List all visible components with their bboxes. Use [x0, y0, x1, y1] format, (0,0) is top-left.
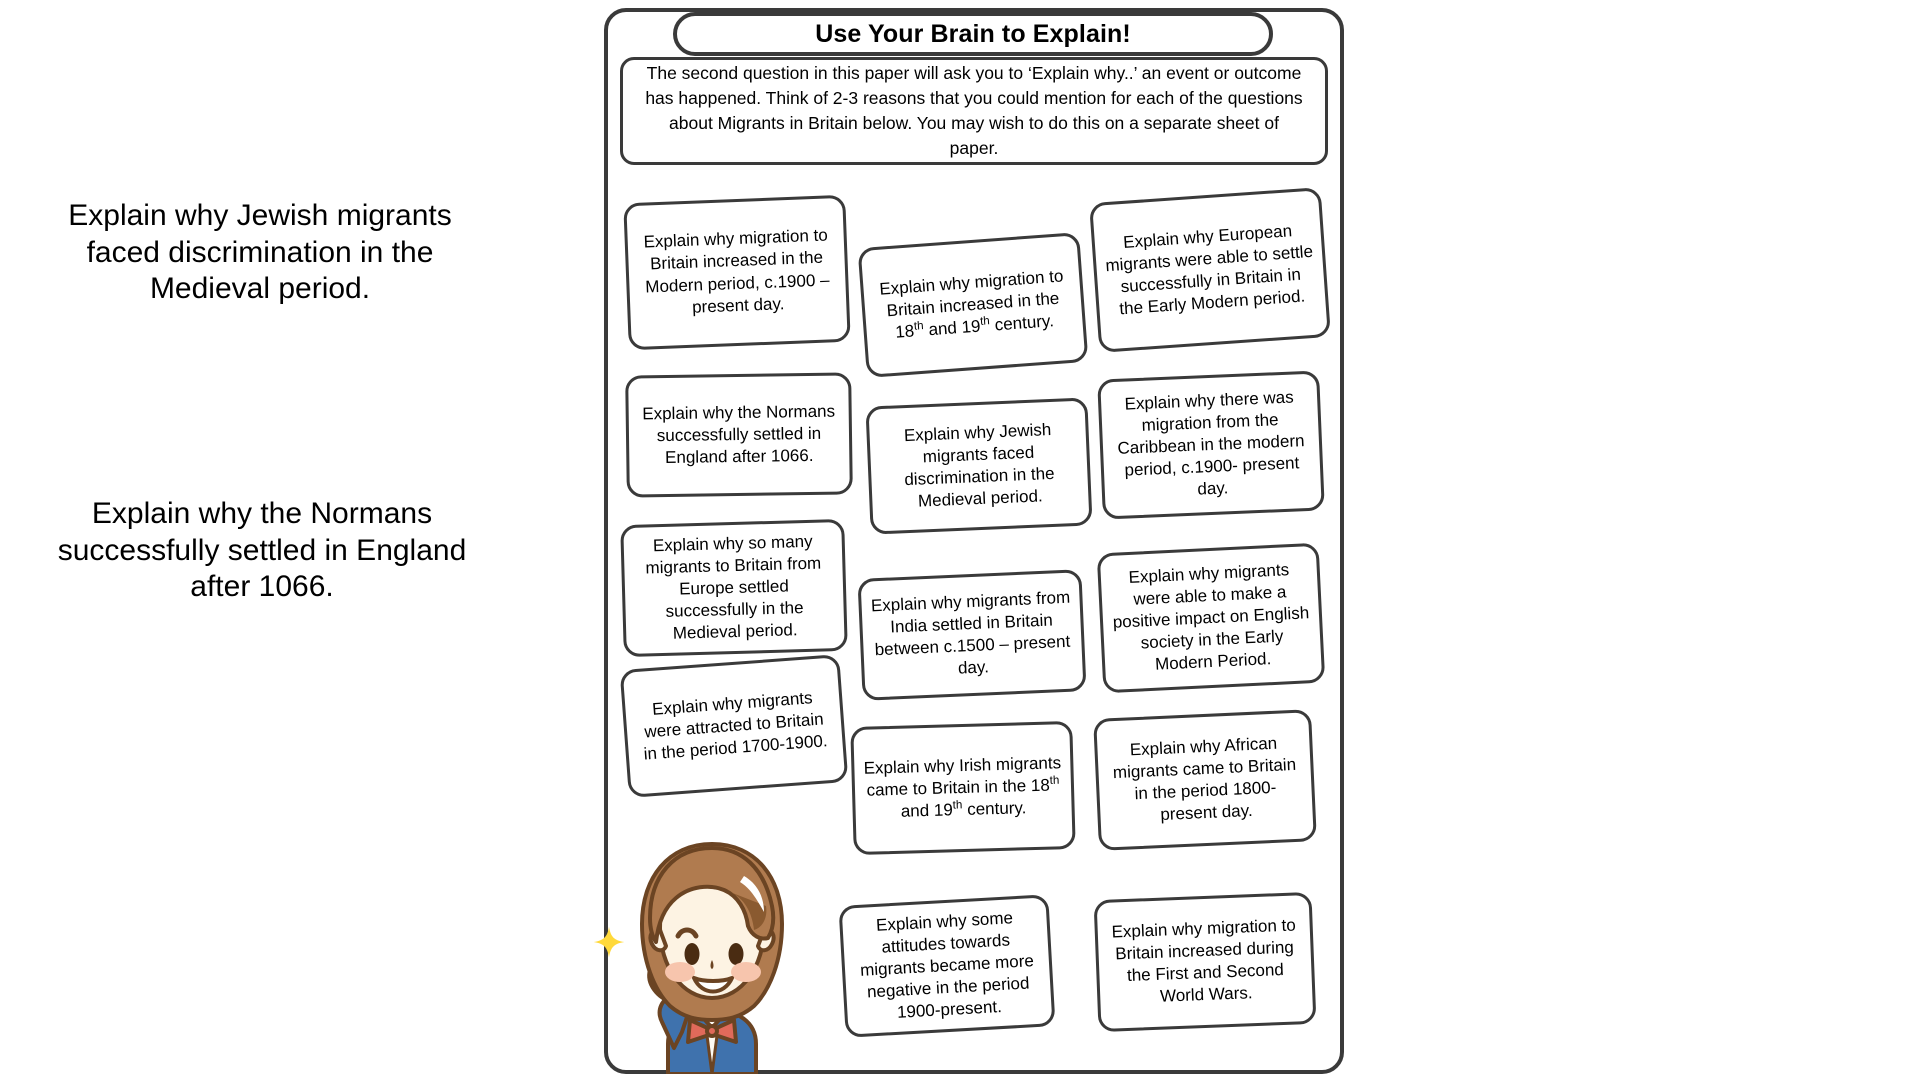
question-card-irish-18th-19th[interactable]: Explain why Irish migrants came to Brita… — [850, 720, 1076, 856]
question-card-text: Explain why the Normans successfully set… — [642, 401, 836, 468]
poster-intro-text: The second question in this paper will a… — [645, 63, 1303, 158]
question-card-world-wars[interactable]: Explain why migration to Britain increas… — [1093, 891, 1317, 1033]
sparkle-icon — [593, 926, 625, 958]
left-note-normans-1066: Explain why the Normans successfully set… — [57, 497, 467, 604]
question-card-caribbean-modern[interactable]: Explain why there was migration from the… — [1097, 370, 1325, 520]
question-card-text: Explain why migrants from India settled … — [870, 587, 1071, 678]
question-card-text: Explain why African migrants came to Bri… — [1112, 733, 1297, 825]
question-card-african-1800[interactable]: Explain why African migrants came to Bri… — [1093, 709, 1317, 851]
question-card-europe-medieval[interactable]: Explain why so many migrants to Britain … — [620, 518, 848, 658]
poster-intro-box: The second question in this paper will a… — [620, 57, 1328, 165]
question-card-text: Explain why European migrants were able … — [1104, 221, 1314, 319]
question-card-text: Explain why there was migration from the… — [1117, 387, 1305, 499]
question-card-positive-impact[interactable]: Explain why migrants were able to make a… — [1096, 542, 1326, 694]
student-mascot-illustration — [640, 842, 784, 1074]
question-card-text: Explain why migrants were able to make a… — [1112, 559, 1310, 674]
question-card-migration-modern[interactable]: Explain why migration to Britain increas… — [623, 194, 851, 351]
question-card-text: Explain why migration to Britain increas… — [878, 266, 1064, 342]
left-note-jewish-medieval: Explain why Jewish migrants faced discri… — [68, 199, 452, 306]
question-card-european-early-modern[interactable]: Explain why European migrants were able … — [1089, 187, 1331, 353]
question-card-normans-1066[interactable]: Explain why the Normans successfully set… — [625, 372, 853, 498]
question-card-jewish-medieval[interactable]: Explain why Jewish migrants faced discri… — [865, 397, 1093, 535]
question-card-text: Explain why migration to Britain increas… — [1111, 915, 1297, 1006]
poster-title: Use Your Brain to Explain! — [815, 19, 1131, 48]
question-card-text: Explain why migration to Britain increas… — [643, 225, 830, 317]
question-card-text: Explain why Irish migrants came to Brita… — [863, 753, 1062, 821]
question-card-attracted-1700-1900[interactable]: Explain why migrants were attracted to B… — [619, 654, 849, 798]
question-card-india-1500[interactable]: Explain why migrants from India settled … — [857, 569, 1087, 701]
question-card-text: Explain why some attitudes towards migra… — [859, 908, 1035, 1022]
question-card-text: Explain why Jewish migrants faced discri… — [903, 419, 1055, 511]
question-card-text: Explain why so many migrants to Britain … — [645, 531, 822, 643]
question-card-attitudes-negative[interactable]: Explain why some attitudes towards migra… — [838, 894, 1056, 1038]
question-card-migration-18th-19th[interactable]: Explain why migration to Britain increas… — [857, 232, 1089, 378]
question-card-text: Explain why migrants were attracted to B… — [642, 688, 829, 764]
poster-title-banner: Use Your Brain to Explain! — [673, 12, 1273, 56]
